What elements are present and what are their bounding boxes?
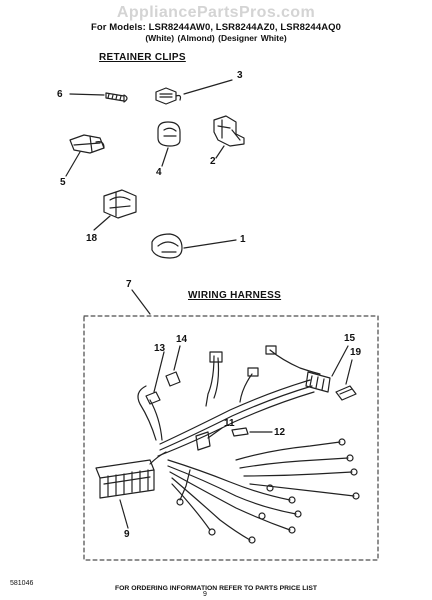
part-9-connector-block <box>95 451 167 529</box>
models-line: For Models: LSR8244AW0, LSR8244AZ0, LSR8… <box>90 22 342 33</box>
callout-9: 9 <box>124 529 130 540</box>
callout-19: 19 <box>350 347 362 358</box>
harness-lower-branches <box>167 438 360 544</box>
harness-top-branches <box>205 345 321 407</box>
part-19-connector <box>335 359 357 401</box>
part-2-clip <box>213 115 245 159</box>
callout-3: 3 <box>237 70 243 81</box>
callout-14: 14 <box>176 334 188 345</box>
callout-7: 7 <box>126 279 132 290</box>
callout-13: 13 <box>154 343 166 354</box>
part-12-terminal <box>231 427 273 437</box>
part-11-connector <box>195 427 223 451</box>
part-4-clip <box>157 121 181 167</box>
callout-4: 4 <box>156 167 162 178</box>
callout-15: 15 <box>344 333 356 344</box>
part-18-clip <box>93 189 137 231</box>
retainer-clips-title: RETAINER CLIPS <box>99 52 186 63</box>
ordering-note: FOR ORDERING INFORMATION REFER TO PARTS … <box>114 585 318 592</box>
callout-18: 18 <box>86 233 98 244</box>
callout-1: 1 <box>240 234 246 245</box>
colors-line: (White) (Almond) (Designer White) <box>145 33 287 43</box>
part-7-leader <box>131 289 151 315</box>
callout-2: 2 <box>210 156 216 167</box>
part-6-screw <box>69 92 128 103</box>
part-5-clip <box>65 134 105 177</box>
page-number: 9 <box>203 591 207 598</box>
watermark-text: AppliancePartsPros.com <box>116 4 316 21</box>
part-14-connector <box>165 345 181 387</box>
harness-trunk <box>137 379 315 457</box>
harness-enclosure <box>83 315 379 561</box>
part-1-clip <box>151 233 237 259</box>
part-15-connector <box>305 345 349 393</box>
part-3-clip <box>155 79 233 105</box>
wiring-harness-title: WIRING HARNESS <box>188 290 282 301</box>
callout-11: 11 <box>224 418 235 429</box>
part-13-terminal <box>145 351 165 405</box>
callout-12: 12 <box>274 427 286 438</box>
callout-5: 5 <box>60 177 66 188</box>
callout-6: 6 <box>57 89 63 100</box>
document-number: 581046 <box>10 580 34 587</box>
